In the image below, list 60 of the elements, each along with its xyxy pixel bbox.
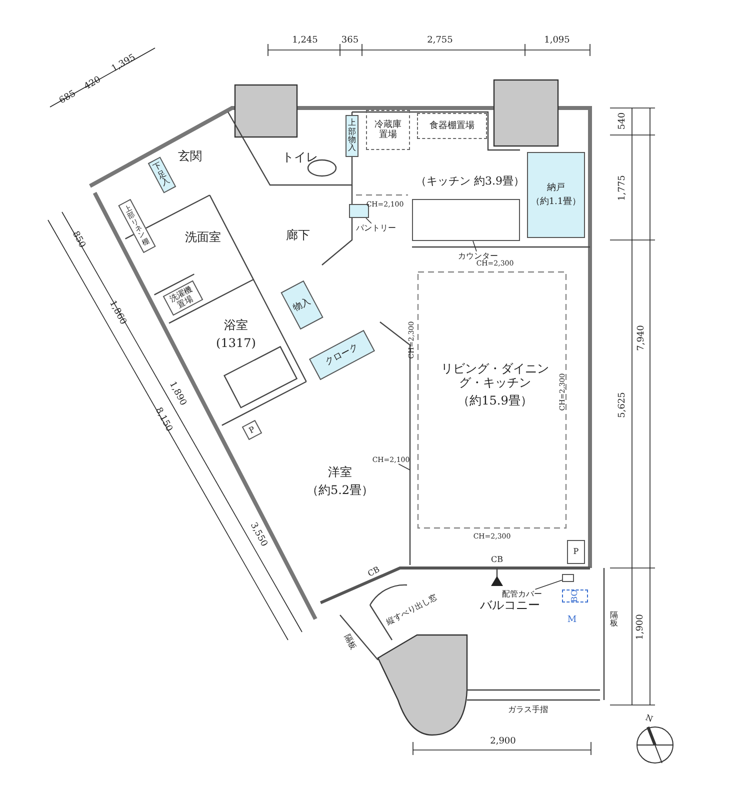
- dimension-label: 850: [70, 230, 86, 250]
- room-name: トイレ: [282, 151, 318, 165]
- leader-line: [366, 218, 372, 224]
- label-text: P: [247, 424, 257, 436]
- dimension-label: 685: [58, 90, 78, 106]
- dimension-label: 1,775: [618, 175, 628, 201]
- leader-line: [398, 464, 410, 470]
- kitchen-counter: [412, 199, 520, 241]
- label-text: 冷蔵庫置場: [374, 120, 402, 140]
- label-text: 食器棚置場: [430, 120, 474, 132]
- appliance-space: [366, 110, 410, 150]
- room-name: 浴室: [224, 319, 248, 333]
- room-name: 洗面室: [185, 231, 221, 245]
- storage-box: [346, 115, 358, 157]
- room-name: バルコニー: [480, 599, 540, 613]
- appliance-space: [417, 113, 487, 139]
- breaker-label: CB: [366, 566, 382, 578]
- dimension-label: 420: [83, 76, 103, 92]
- room-name: 廊下: [286, 229, 310, 243]
- label-text: 上部物入: [348, 119, 356, 153]
- callout-text: カウンター: [458, 251, 498, 260]
- label-text: P: [573, 547, 579, 557]
- partition-label: 隔板: [610, 612, 618, 628]
- equipment-box: [562, 590, 588, 602]
- dimension-label: 5,625: [618, 392, 628, 418]
- label-text: 洗濯機置場: [167, 284, 196, 312]
- breaker-label: CB: [491, 556, 503, 564]
- storage-room: [527, 152, 585, 238]
- area-label: （約1.1畳）: [530, 197, 582, 208]
- dimension-label: 365: [341, 36, 359, 46]
- dimension-label: 1,900: [636, 614, 646, 640]
- leader-line: [534, 580, 562, 590]
- area-label: （約5.2畳）: [306, 484, 374, 498]
- label-text: クローク: [324, 342, 360, 368]
- dimension-label: 1,245: [292, 36, 318, 46]
- dimension-label: 2,755: [427, 36, 453, 46]
- label-text: 物入: [292, 296, 312, 314]
- dimension-label: 7,940: [638, 325, 646, 351]
- area-label: (1317): [216, 337, 256, 351]
- pipe-cover: [562, 574, 574, 582]
- label-text: BO: [570, 590, 580, 602]
- area-label: （約15.9畳）: [458, 394, 532, 408]
- room-name: 玄関: [178, 150, 202, 164]
- pipe-space-box: [567, 540, 585, 564]
- railing-label: ガラス手摺: [508, 706, 548, 714]
- room-name: 洋室: [328, 466, 352, 480]
- label-text: 納戸: [547, 182, 565, 193]
- room-name: リビング・ダイニング・キッチン: [440, 362, 550, 390]
- north-label: N: [644, 714, 654, 724]
- window-label: 縦すべり出し窓: [385, 593, 439, 627]
- callout-text: パントリー: [356, 223, 396, 233]
- callout-text: 配管カバー: [502, 589, 542, 599]
- dimension-label: 1,095: [544, 36, 570, 46]
- partition-label: 隔板: [342, 633, 358, 651]
- room-name: （キッチン 約3.9畳）: [416, 176, 524, 188]
- dimension-label: 2,900: [490, 738, 516, 746]
- label-text: 下足入: [152, 162, 172, 188]
- meter-label: M: [567, 614, 577, 626]
- dimension-label: 540: [618, 112, 628, 130]
- leader-line: [472, 240, 477, 252]
